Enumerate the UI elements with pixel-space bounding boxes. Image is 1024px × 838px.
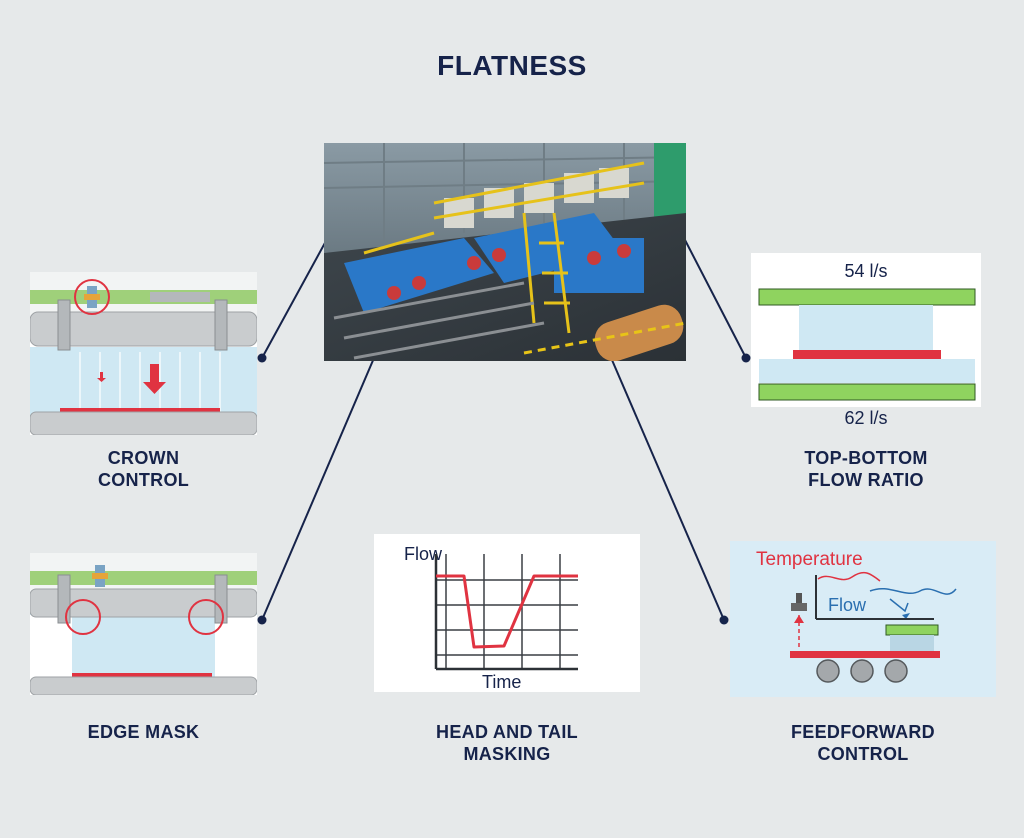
caption-line: MASKING — [463, 744, 551, 764]
flow-label: Flow — [828, 595, 867, 615]
caption-crown-control: CROWN CONTROL — [30, 447, 257, 491]
flow-top-label: 54 l/s — [844, 261, 887, 281]
caption-line: FEEDFORWARD — [791, 722, 935, 742]
connector-dot-crown — [257, 353, 267, 363]
edge-mask-diagram — [30, 553, 257, 695]
crown-control-diagram — [30, 272, 257, 435]
temperature-trace — [817, 571, 881, 582]
caption-line: CONTROL — [817, 744, 909, 764]
caption-line: CONTROL — [97, 470, 190, 490]
chart-ylabel: Flow — [404, 544, 443, 564]
feedforward-diagram: Temperature Flow — [730, 541, 996, 697]
chart-xlabel: Time — [482, 672, 521, 692]
connector-dot-flow-ratio — [741, 353, 751, 363]
page-title: FLATNESS — [437, 50, 587, 81]
caption-line: CROWN — [107, 448, 180, 468]
caption-line: EDGE MASK — [87, 722, 200, 742]
connector-dot-edge — [257, 615, 267, 625]
flow-ratio-diagram: 54 l/s — [751, 253, 981, 407]
connector-edge — [261, 357, 375, 621]
plant-photo — [324, 143, 686, 361]
caption-line: TOP-BOTTOM — [804, 448, 928, 468]
caption-edge-mask: EDGE MASK — [30, 721, 257, 743]
caption-head-tail: HEAD AND TAIL MASKING — [374, 721, 640, 765]
connector-feedforward — [611, 359, 725, 621]
flow-curve — [436, 574, 578, 649]
flow-arrow — [889, 598, 909, 613]
masking-chart: Flow Time — [374, 534, 640, 692]
flow-trace — [869, 588, 957, 595]
temperature-label: Temperature — [756, 549, 863, 570]
caption-top-bottom: TOP-BOTTOM FLOW RATIO — [751, 447, 981, 491]
connector-crown — [261, 229, 333, 359]
caption-line: HEAD AND TAIL — [436, 722, 578, 742]
connector-flow-ratio — [684, 239, 747, 359]
sensor-icon — [791, 593, 807, 611]
flow-bottom-label: 62 l/s — [844, 408, 888, 428]
connector-dot-feedforward — [719, 615, 729, 625]
caption-feedforward: FEEDFORWARD CONTROL — [730, 721, 996, 765]
caption-line: FLOW RATIO — [808, 470, 924, 490]
